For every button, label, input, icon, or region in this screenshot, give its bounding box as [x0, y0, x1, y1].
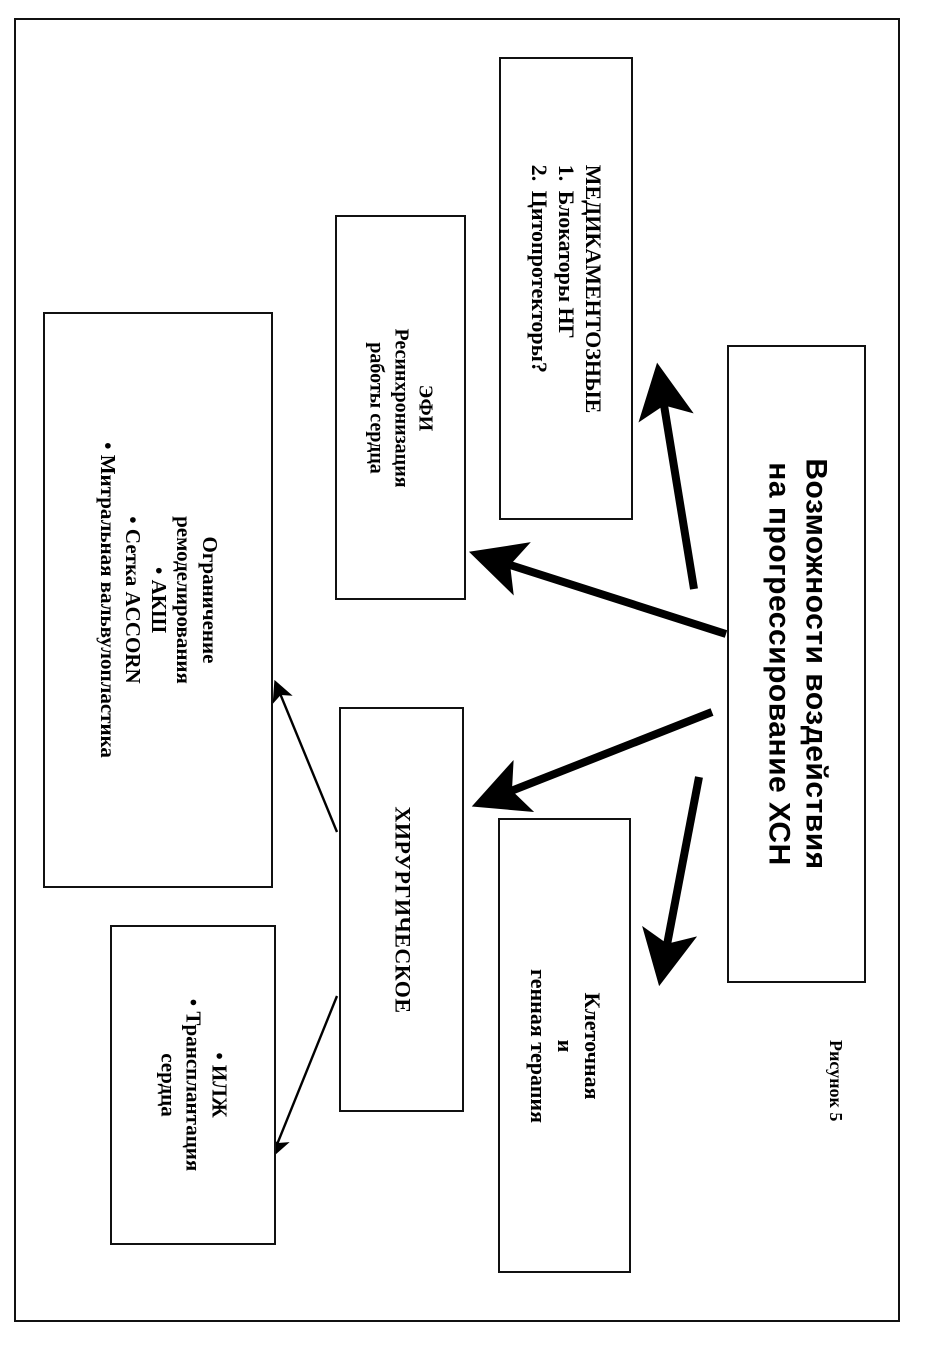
lvad-bullet-3-label: сердца: [156, 1053, 181, 1117]
node-celltherapy-text: Клеточная и генная терапия: [524, 968, 605, 1123]
celltherapy-line-2: и: [552, 1039, 578, 1052]
medication-item-1-number: 1.: [554, 164, 580, 181]
node-medication[interactable]: МЕДИКАМЕНТОЗНЫЕ 1. Блокаторы НГ 2. Цитопро…: [499, 57, 633, 520]
bullet-glyph-icon: •: [146, 566, 171, 575]
node-celltherapy[interactable]: Клеточная и генная терапия: [498, 818, 631, 1273]
node-remodeling[interactable]: Ограничение ремоделирования • АКШ • Сетк…: [43, 312, 273, 888]
remodeling-bullet-1: • АКШ: [145, 442, 171, 758]
bullet-glyph-icon: •: [207, 1052, 232, 1060]
remodeling-bullet-3-label: Митральная вальвулопластика: [95, 454, 120, 758]
remodeling-heading-line-1: Ограничение: [198, 536, 223, 664]
lvad-bullet-2: • Трансплантация: [180, 999, 206, 1172]
bullet-glyph-icon: •: [121, 516, 146, 524]
node-main-title-text: Возможности воздействия на прогрессирова…: [760, 458, 833, 869]
node-main-title[interactable]: Возможности воздействия на прогрессирова…: [727, 345, 866, 983]
celltherapy-line-3: генная терапия: [526, 968, 552, 1123]
efi-line-2: работы сердца: [365, 341, 388, 474]
node-efi-text: ЭФИ Ресинхронизация работы сердца: [364, 328, 437, 487]
node-medication-text: МЕДИКАМЕНТОЗНЫЕ 1. Блокаторы НГ 2. Цитопро…: [526, 164, 607, 413]
remodeling-bullet-2-label: Сетка ACCORN: [121, 528, 146, 684]
remodeling-bullet-1-label: АКШ: [146, 579, 171, 634]
node-efi[interactable]: ЭФИ Ресинхронизация работы сердца: [335, 215, 466, 600]
title-line-2: на прогрессирование ХСН: [762, 462, 796, 866]
figure-caption: Рисунок 5: [826, 1040, 846, 1122]
title-line-1: Возможности воздействия: [799, 458, 833, 870]
node-surgical[interactable]: ХИРУРГИЧЕСКОЕ: [339, 707, 464, 1112]
bullet-glyph-icon: •: [181, 998, 206, 1007]
lvad-bullet-2-label: Трансплантация: [181, 1011, 206, 1172]
node-surgical-text: ХИРУРГИЧЕСКОЕ: [389, 806, 415, 1013]
remodeling-bullet-3: • Митральная вальвулопластика: [94, 442, 120, 758]
lvad-bullet-1-label: ИЛЖ: [207, 1064, 232, 1118]
node-remodeling-text: Ограничение ремоделирования • АКШ • Сетк…: [94, 442, 222, 758]
node-lvad-text: • ИЛЖ • Трансплантация сердца: [155, 999, 232, 1172]
medication-heading: МЕДИКАМЕНТОЗНЫЕ: [581, 164, 607, 413]
medication-item-2-label: Цитопротекторы?: [527, 190, 553, 373]
lvad-bullet-3: сердца: [155, 999, 181, 1172]
medication-item-1: 1. Блокаторы НГ: [553, 164, 580, 413]
medication-item-1-label: Блокаторы НГ: [554, 190, 580, 339]
efi-line-1: Ресинхронизация: [389, 327, 412, 488]
medication-item-2: 2. Цитопротекторы?: [526, 164, 553, 413]
celltherapy-line-1: Клеточная: [579, 992, 605, 1099]
lvad-bullet-1: • ИЛЖ: [206, 999, 232, 1172]
efi-heading: ЭФИ: [414, 384, 437, 431]
remodeling-bullet-2: • Сетка ACCORN: [120, 442, 146, 758]
remodeling-heading-line-2: ремоделирования: [172, 516, 197, 684]
bullet-glyph-icon: •: [95, 442, 120, 450]
medication-item-2-number: 2.: [527, 164, 553, 181]
node-lvad[interactable]: • ИЛЖ • Трансплантация сердца: [110, 925, 276, 1245]
